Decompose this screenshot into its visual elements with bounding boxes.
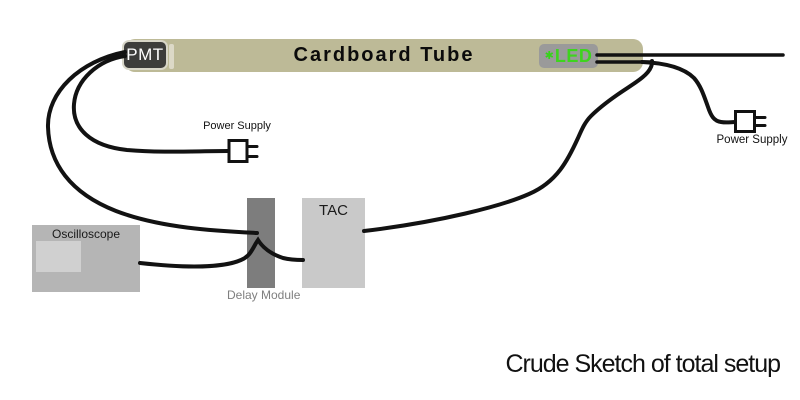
delay-module-label: Delay Module xyxy=(227,288,301,302)
wire-led-to-right-power-supply xyxy=(640,60,737,125)
pmt-label: PMT xyxy=(126,45,164,64)
wire-pmt-to-delay-module xyxy=(45,50,259,235)
power-plug-right-icon xyxy=(734,110,767,133)
wire-tac-to-led xyxy=(362,59,654,233)
cardboard-tube-label: Cardboard Tube xyxy=(293,44,475,66)
oscilloscope-screen xyxy=(36,241,81,272)
tac-box: TAC xyxy=(302,198,365,288)
delay-module-box xyxy=(247,198,275,288)
oscilloscope-box: Oscilloscope xyxy=(32,225,140,292)
led-label: LED xyxy=(554,46,593,66)
tac-label: TAC xyxy=(319,202,348,219)
power-supply-right-label: Power Supply xyxy=(716,134,788,146)
wire-oscilloscope-junction-tac xyxy=(138,236,305,269)
power-supply-left-label: Power Supply xyxy=(203,120,271,132)
caption: Crude Sketch of total setup xyxy=(505,350,781,378)
led-sparkle-icon: ✱ xyxy=(544,49,554,62)
led-box: ✱ LED xyxy=(539,44,598,68)
oscilloscope-label: Oscilloscope xyxy=(51,227,121,241)
pmt-box: PMT xyxy=(122,40,168,70)
power-plug-left-icon xyxy=(227,139,259,163)
tube-highlight xyxy=(169,44,174,69)
